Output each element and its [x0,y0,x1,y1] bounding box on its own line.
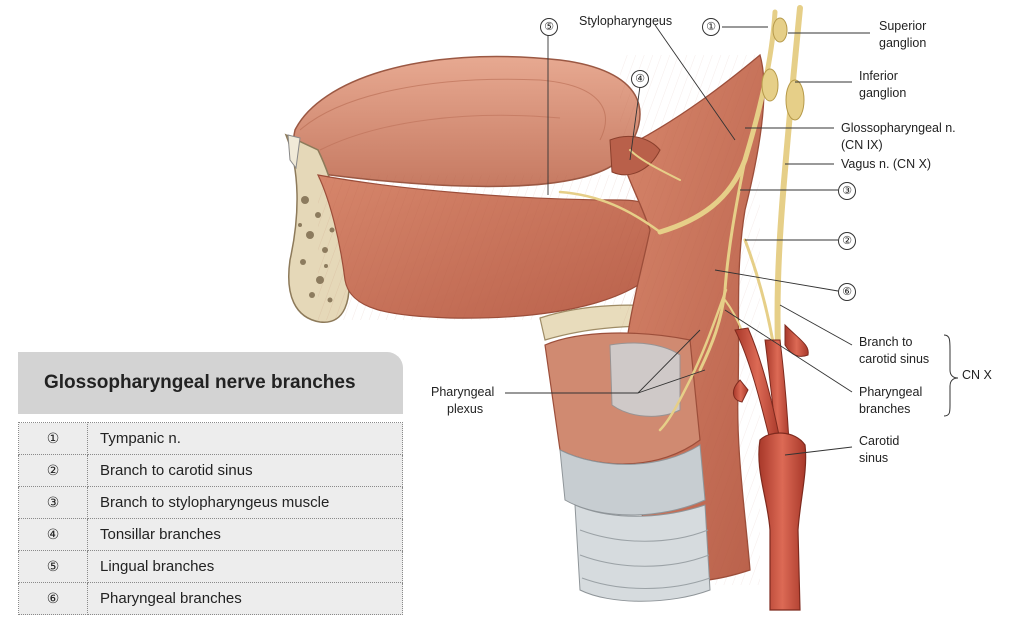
label-pharyngeal-branches-2: branches [859,402,911,416]
legend-row-number: ② [18,454,88,487]
callout-6: ⑥ [838,283,856,301]
callout-3: ③ [838,182,856,200]
label-superior-ganglion-1: Superior [879,19,927,33]
legend-row-number: ⑤ [18,550,88,583]
label-carotid-sinus-2: sinus [859,451,889,465]
legend-header: Glossopharyngeal nerve branches [18,352,403,414]
label-superior-ganglion-2: ganglion [879,36,927,50]
legend-row-number: ④ [18,518,88,551]
label-glossopharyngeal-2: (CN IX) [841,138,883,152]
label-branch-carotid-1: Branch to [859,335,913,349]
label-branch-carotid-2: carotid sinus [859,352,930,366]
legend-table: ① Tympanic n. ② Branch to carotid sinus … [18,422,403,615]
carotid-sinus [758,432,807,611]
trachea [574,504,711,602]
legend-row: ① Tympanic n. [18,422,403,455]
label-vagus: Vagus n. (CN X) [841,157,932,171]
label-pharyngeal-branches-1: Pharyngeal [859,385,923,399]
legend-row-text: Lingual branches [87,550,403,583]
legend-row: ② Branch to carotid sinus [18,454,403,487]
legend-row: ⑤ Lingual branches [18,550,403,583]
cricothyroid-membrane [559,444,706,516]
legend-row-number: ③ [18,486,88,519]
legend-row-text: Tonsillar branches [87,518,403,551]
label-stylopharyngeus: Stylopharyngeus [579,14,673,28]
legend-row-number: ⑥ [18,582,88,615]
legend-row: ⑥ Pharyngeal branches [18,582,403,615]
label-inferior-ganglion-2: ganglion [859,86,907,100]
legend-row-text: Branch to carotid sinus [87,454,403,487]
superior-ganglion [772,17,788,43]
legend-row-text: Branch to stylopharyngeus muscle [87,486,403,519]
callout-2: ② [838,232,856,250]
legend-row: ④ Tonsillar branches [18,518,403,551]
legend-panel: Glossopharyngeal nerve branches ① Tympan… [18,352,403,615]
legend-row-number: ① [18,422,88,455]
tongue-surface [293,55,641,188]
legend-title: Glossopharyngeal nerve branches [44,372,356,393]
label-glossopharyngeal-1: Glossopharyngeal n. [841,121,956,135]
callout-4: ④ [631,70,649,88]
cn-x-brace [943,334,959,417]
label-inferior-ganglion-1: Inferior [859,69,898,83]
legend-row-text: Tympanic n. [87,422,403,455]
label-cn-x: CN X [962,368,992,382]
callout-5: ⑤ [540,18,558,36]
label-carotid-sinus-1: Carotid [859,434,900,448]
label-pharyngeal-plexus-1: Pharyngeal [431,385,495,399]
legend-row-text: Pharyngeal branches [87,582,403,615]
label-pharyngeal-plexus-2: plexus [447,402,484,416]
legend-row: ③ Branch to stylopharyngeus muscle [18,486,403,519]
inferior-ganglion [761,68,779,102]
callout-1: ① [702,18,720,36]
